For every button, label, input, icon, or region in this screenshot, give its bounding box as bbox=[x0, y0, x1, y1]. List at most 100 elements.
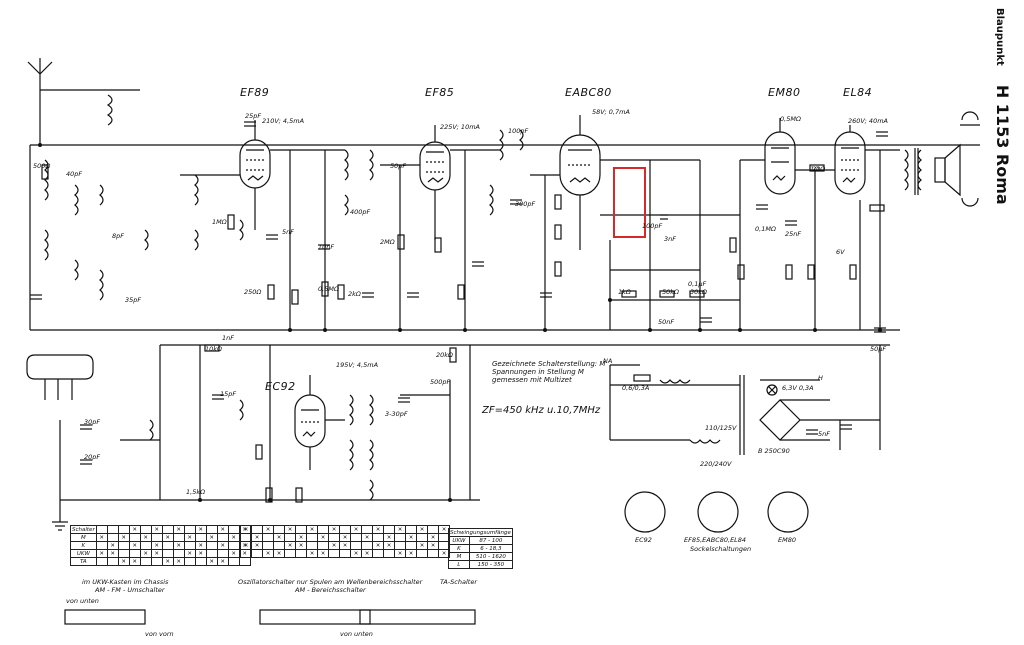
component-value: 6V bbox=[836, 248, 845, 256]
component-value: 20kΩ bbox=[436, 351, 454, 359]
rating-eabc80: 58V; 0,7mA bbox=[592, 108, 630, 116]
contact-caption: von vorn bbox=[145, 630, 174, 638]
power-supply bbox=[609, 345, 881, 455]
component-value: 50pF bbox=[390, 162, 407, 170]
speaker-output bbox=[904, 111, 980, 207]
resistors bbox=[41, 164, 885, 503]
table-caption: im UKW-Kasten im Chassis bbox=[82, 578, 169, 586]
table-caption: AM - Bereichsschalter bbox=[295, 586, 366, 594]
base-label-group: EF85,EABC80,EL84 bbox=[684, 536, 747, 544]
component-value: 50nF bbox=[658, 318, 675, 326]
base-caption: Sockelschaltungen bbox=[690, 545, 752, 553]
oscillator-switch-table: ✕✕✕✕✕✕✕✕✕✕ ✕✕✕✕✕✕✕✕✕ ✕✕✕✕✕✕✕✕✕✕ ✕✕✕✕✕✕✕✕… bbox=[240, 525, 450, 558]
if-transformers bbox=[149, 129, 524, 501]
component-value: 10nF bbox=[318, 243, 335, 251]
component-value: 0,5MΩ bbox=[318, 285, 339, 293]
component-value: 1Ω bbox=[810, 165, 820, 173]
tube-label-ec92: EC92 bbox=[265, 380, 296, 393]
component-value: 5nF bbox=[282, 228, 294, 236]
table-caption: AM - FM - Umschalter bbox=[95, 586, 165, 594]
component-value: 50kΩ bbox=[662, 288, 680, 296]
wave-header: Schwingungsumfänge bbox=[448, 528, 513, 537]
component-value: 100pF bbox=[642, 222, 663, 230]
tube-label-el84: EL84 bbox=[843, 86, 873, 99]
ground-symbol bbox=[52, 500, 68, 531]
input-coils bbox=[44, 94, 149, 301]
component-value: 400pF bbox=[350, 208, 371, 216]
wiring bbox=[59, 149, 900, 500]
highlight-box bbox=[613, 167, 646, 238]
tube-em80 bbox=[764, 118, 796, 195]
table-caption: TA-Schalter bbox=[440, 578, 477, 586]
tube-ef89 bbox=[239, 120, 271, 230]
dipole-input bbox=[26, 354, 94, 400]
component-value: 30pF bbox=[84, 418, 101, 426]
rating-ef89: 210V; 4,5mA bbox=[262, 117, 305, 125]
component-value: 1nF bbox=[222, 334, 234, 342]
antenna-symbol bbox=[27, 58, 140, 145]
component-value: 2MΩ bbox=[380, 238, 395, 246]
component-value: 20pF bbox=[84, 453, 101, 461]
component-value: 300pF bbox=[515, 200, 536, 208]
mains-voltage-label-2: 220/240V bbox=[700, 460, 732, 468]
h-label: H bbox=[818, 374, 823, 382]
wave-band: M bbox=[448, 552, 470, 561]
rectifier-label: B 250C90 bbox=[758, 447, 790, 455]
measurement-note: Gezeichnete Schalterstellung: M Spannung… bbox=[492, 360, 606, 384]
component-value: 8pF bbox=[112, 232, 125, 240]
wave-range: 87 - 100 bbox=[468, 536, 513, 545]
fuse-label: 0,6/0,3A bbox=[622, 384, 650, 392]
component-value: 100pF bbox=[508, 127, 529, 135]
wave-band: L bbox=[448, 560, 470, 569]
base-label-ec92: EC92 bbox=[635, 536, 652, 544]
contact-strips bbox=[64, 609, 476, 625]
mains-voltage-label: 110/125V bbox=[705, 424, 737, 432]
tube-label-ef89: EF89 bbox=[240, 86, 270, 99]
component-value: 20Ω bbox=[812, 165, 826, 173]
row-label: TA bbox=[70, 557, 97, 566]
table-caption: Oszillatorschalter nur Spulen am Wellenb… bbox=[238, 578, 423, 586]
tube-ec92 bbox=[294, 375, 326, 470]
component-value: 2kΩ bbox=[348, 290, 361, 298]
component-value: 30kΩ bbox=[690, 288, 708, 296]
component-value: 3nF bbox=[664, 235, 676, 243]
component-value: 1kΩ bbox=[618, 288, 631, 296]
component-value: 40pF bbox=[66, 170, 83, 178]
rating-em80: 0,5MΩ bbox=[780, 115, 801, 123]
row-label: M bbox=[70, 533, 97, 542]
contact-caption: von unten bbox=[66, 597, 99, 605]
tube-ef85 bbox=[419, 125, 451, 240]
contact-caption: von unten bbox=[340, 630, 373, 638]
base-label-em80: EM80 bbox=[778, 536, 796, 544]
component-value: 25nF bbox=[785, 230, 802, 238]
wave-band: K bbox=[448, 544, 470, 553]
component-value: 5nF bbox=[818, 430, 830, 438]
component-value: 0,1MΩ bbox=[755, 225, 776, 233]
tube-label-ef85: EF85 bbox=[425, 86, 455, 99]
row-label: Schalter bbox=[70, 525, 97, 534]
model-name: H 1153 Roma bbox=[993, 84, 1012, 205]
tube-label-eabc80: EABC80 bbox=[565, 86, 612, 99]
wave-range: 150 - 350 bbox=[468, 560, 513, 569]
row-label: K bbox=[70, 541, 97, 550]
wave-range: 510 - 1620 bbox=[468, 552, 513, 561]
pilot-lamp-label: 6,3V 0,3A bbox=[782, 384, 814, 392]
capacitors bbox=[30, 121, 888, 465]
rating-ec92: 195V; 4,5mA bbox=[336, 361, 379, 369]
component-value: 1,5kΩ bbox=[186, 488, 206, 496]
component-value: 10kΩ bbox=[205, 345, 223, 353]
component-value: 1MΩ bbox=[212, 218, 227, 226]
component-value: 500Ω bbox=[33, 162, 51, 170]
brand-header: Blaupunkt H 1153 Roma bbox=[988, 8, 1018, 218]
row-label: UKW bbox=[70, 549, 97, 558]
tube-eabc80 bbox=[559, 115, 601, 250]
component-value: 3-30pF bbox=[385, 410, 408, 418]
rating-ef85: 225V; 10mA bbox=[440, 123, 480, 131]
tube-el84 bbox=[834, 125, 866, 195]
component-value: 500pF bbox=[430, 378, 451, 386]
wave-band: UKW bbox=[448, 536, 470, 545]
na-label: NA bbox=[603, 357, 613, 365]
component-value: 35pF bbox=[125, 296, 142, 304]
